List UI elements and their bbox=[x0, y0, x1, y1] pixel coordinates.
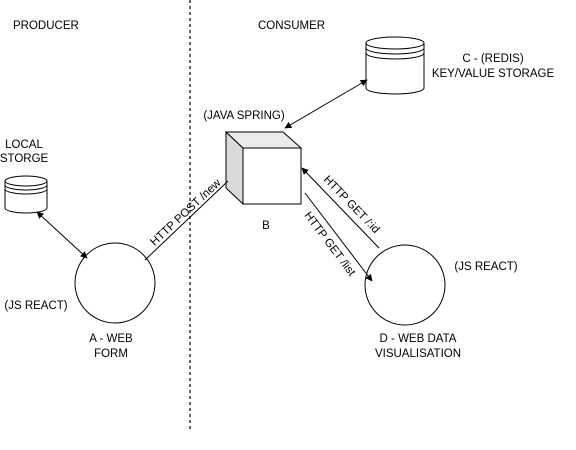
web-form-label-line2: FORM bbox=[94, 348, 128, 360]
server-tech-label: (JAVA SPRING) bbox=[203, 110, 285, 122]
edge-label-post-new: HTTP POST /new bbox=[148, 177, 224, 249]
redis-label-line2: KEY/VALUE STORAGE bbox=[432, 68, 555, 80]
edge-local-storage-to-web-form bbox=[36, 211, 88, 259]
web-form-node bbox=[74, 242, 156, 324]
edge-get-list bbox=[304, 192, 373, 282]
redis-label-line1: C - (REDIS) bbox=[462, 53, 524, 65]
web-form-label-line1: A - WEB bbox=[89, 333, 133, 345]
visualisation-label-line1: D - WEB DATA bbox=[380, 333, 457, 345]
edge-label-get-id: HTTP GET /:id bbox=[321, 174, 382, 236]
visualisation-tech-label: (JS REACT) bbox=[454, 261, 517, 273]
consumer-heading: CONSUMER bbox=[258, 20, 325, 32]
local-storage-cylinder bbox=[4, 175, 48, 214]
redis-cylinder bbox=[365, 36, 425, 95]
edge-get-id bbox=[301, 167, 380, 249]
edge-server-to-redis bbox=[284, 79, 368, 129]
local-storage-label-line2: STORGE bbox=[0, 153, 49, 165]
local-storage-label-line1: LOCAL bbox=[5, 139, 43, 151]
visualisation-label-line2: VISUALISATION bbox=[375, 348, 461, 360]
web-form-tech-label: (JS REACT) bbox=[4, 300, 67, 312]
edge-label-get-list: HTTP GET /list bbox=[301, 210, 357, 279]
edge-web-form-to-server bbox=[144, 180, 229, 261]
visualisation-node bbox=[364, 244, 446, 326]
server-cube bbox=[224, 130, 303, 206]
server-label: B bbox=[262, 220, 270, 232]
producer-heading: PRODUCER bbox=[13, 20, 79, 32]
